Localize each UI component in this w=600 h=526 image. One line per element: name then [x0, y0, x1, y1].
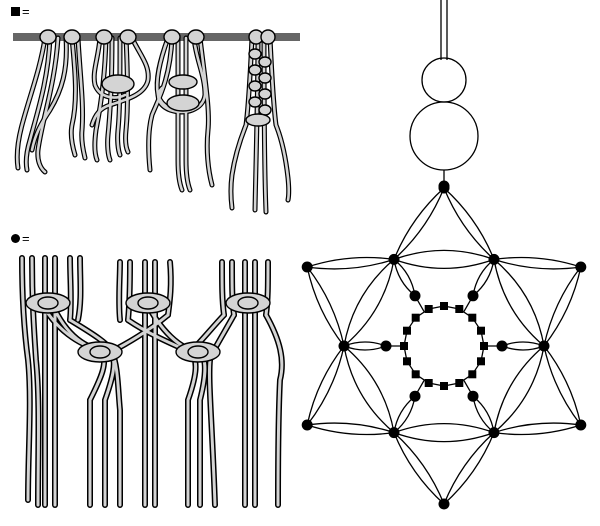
- star-cord: [493, 258, 545, 347]
- square-knot-marker: [440, 382, 448, 390]
- legend-dot-knot: =: [11, 231, 30, 246]
- dowel-bar: [13, 33, 300, 41]
- star-cord: [543, 345, 582, 426]
- star-cord: [543, 266, 582, 347]
- square-knot-marker: [411, 370, 420, 379]
- star-cord: [343, 258, 395, 347]
- dot-knot-marker: [409, 290, 421, 302]
- sinnet-knot-chain: [245, 48, 272, 127]
- star-cord: [306, 345, 345, 426]
- hanging-ring-large: [409, 101, 479, 171]
- dot-knot-marker: [488, 253, 500, 265]
- star-cord: [493, 345, 545, 433]
- star-cord: [306, 424, 395, 436]
- hanging-ring-small: [421, 57, 467, 103]
- star-cord: [493, 259, 545, 347]
- square-knot-marker: [480, 342, 488, 350]
- star-cord: [306, 256, 395, 268]
- dot-knot-marker: [538, 340, 550, 352]
- square-knot-marker: [468, 313, 477, 322]
- star-cord: [543, 266, 582, 347]
- dot-knot-symbol-icon: [11, 234, 20, 243]
- star-cord: [343, 345, 395, 433]
- star-cord: [393, 187, 445, 260]
- star-cord: [393, 432, 445, 505]
- square-knot-marker: [403, 326, 411, 335]
- square-knot-symbol-icon: [11, 7, 20, 16]
- legend-square-knot: =: [11, 4, 30, 19]
- star-cord: [501, 345, 545, 351]
- square-knot-marker: [468, 370, 477, 379]
- square-knot-marker: [455, 305, 464, 313]
- square-knot-marker: [440, 302, 448, 310]
- dot-knot-marker: [388, 427, 400, 439]
- square-knot-marker: [455, 379, 464, 387]
- dot-knot-marker: [467, 390, 479, 402]
- star-cord: [343, 345, 395, 434]
- star-cord: [306, 266, 345, 347]
- dot-knot-marker: [438, 498, 450, 510]
- square-knot-marker: [411, 313, 420, 322]
- star-cord: [393, 432, 445, 505]
- star-cord: [393, 431, 495, 443]
- star-cord: [393, 249, 495, 261]
- star-cord: [493, 422, 581, 434]
- legend-dot-equals: =: [22, 231, 30, 246]
- dot-knot-marker: [301, 261, 313, 273]
- dot-knot-marker: [338, 340, 350, 352]
- star-cord: [306, 266, 345, 347]
- star-cord: [493, 424, 582, 436]
- dot-knot-marker: [467, 290, 479, 302]
- star-cord: [343, 345, 387, 351]
- star-ornament-diagram: [301, 0, 587, 510]
- star-cord: [493, 256, 582, 268]
- dot-knot-marker: [496, 340, 508, 352]
- square-knot-marker: [400, 342, 408, 350]
- dot-knot-marker: [409, 390, 421, 402]
- square-knot-steps-illustration: [13, 29, 300, 215]
- star-cord: [443, 187, 495, 260]
- dot-knot-marker: [488, 427, 500, 439]
- square-knot-marker: [477, 326, 485, 335]
- star-cord: [443, 432, 495, 505]
- dot-knot-mesh-illustration: [19, 255, 285, 508]
- dot-knot-marker: [438, 180, 450, 192]
- dot-knot-marker: [575, 261, 587, 273]
- star-cord: [393, 258, 495, 269]
- square-knot-marker: [424, 379, 433, 387]
- star-cord: [393, 187, 445, 260]
- dot-knot-marker: [380, 340, 392, 352]
- star-cord: [493, 258, 581, 270]
- star-cord: [306, 345, 345, 426]
- star-cord: [443, 432, 495, 505]
- square-knot-marker: [424, 305, 433, 313]
- star-cord: [501, 341, 545, 347]
- square-knot-marker: [403, 357, 411, 366]
- dot-knot-marker: [575, 419, 587, 431]
- dot-knot-marker: [301, 419, 313, 431]
- star-cord: [343, 341, 387, 347]
- dot-knot-marker: [388, 253, 400, 265]
- star-cord: [343, 259, 395, 347]
- star-cord: [493, 345, 545, 434]
- star-cord: [307, 422, 395, 434]
- star-cord: [393, 423, 495, 434]
- star-cord: [543, 345, 582, 426]
- star-cord: [307, 258, 395, 270]
- square-knot-marker: [477, 357, 485, 366]
- legend-square-equals: =: [22, 4, 30, 19]
- star-cord: [443, 187, 495, 260]
